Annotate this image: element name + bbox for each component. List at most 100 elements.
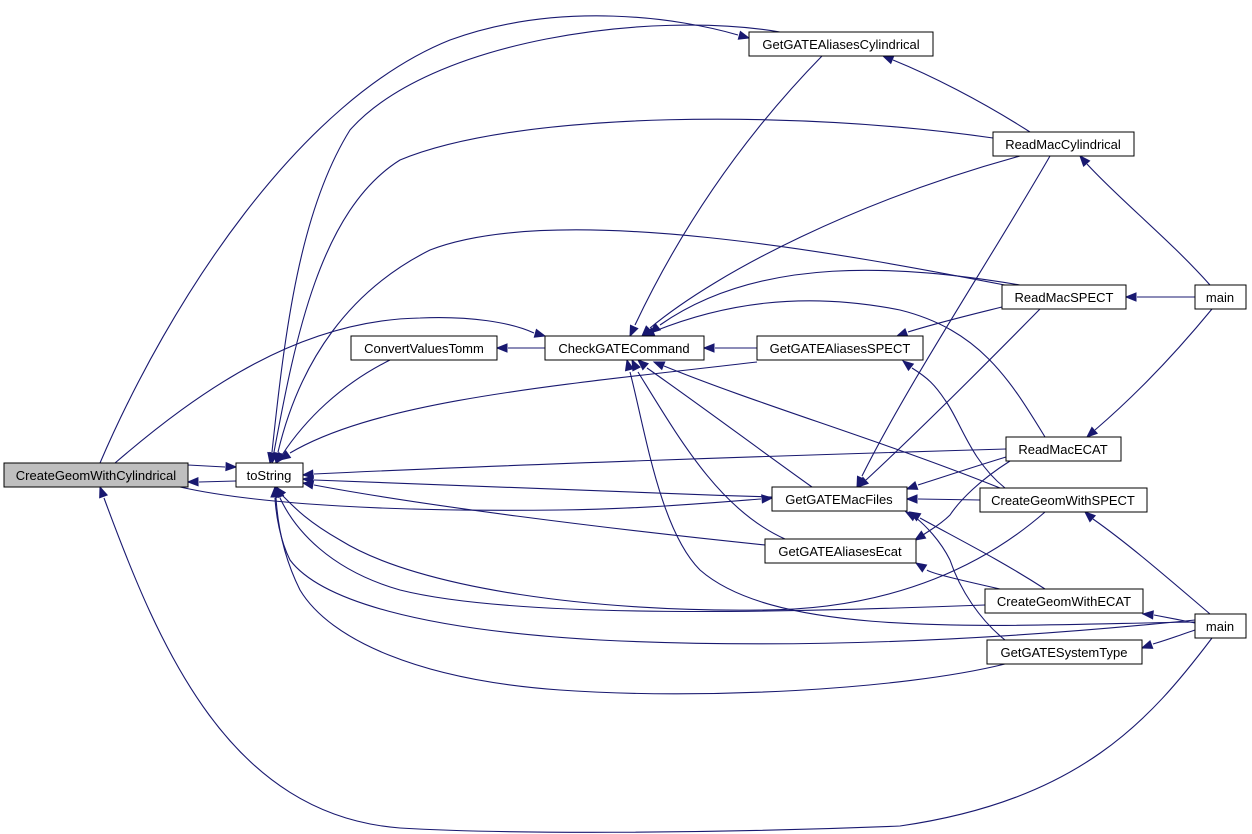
node-label: GetGATESystemType bbox=[1001, 645, 1128, 660]
node-label: CheckGATECommand bbox=[558, 341, 689, 356]
edge-line bbox=[861, 155, 1051, 477]
edge-arrowhead bbox=[186, 477, 199, 487]
edge-line bbox=[281, 359, 391, 456]
edge-24 bbox=[905, 456, 1007, 490]
node-label: GetGATEMacFiles bbox=[785, 492, 893, 507]
edge-line bbox=[99, 15, 739, 464]
node-get-gate-aliases-spect[interactable]: GetGATEAliasesSPECT bbox=[756, 335, 924, 361]
node-label: GetGATEAliasesCylindrical bbox=[762, 37, 919, 52]
node-label: GetGATEAliasesEcat bbox=[778, 544, 902, 559]
node-get-gate-mac-files[interactable]: GetGATEMacFiles bbox=[771, 486, 908, 512]
edge-35 bbox=[913, 460, 1011, 541]
edge-29 bbox=[652, 361, 1001, 489]
node-check-gate-command[interactable]: CheckGATECommand bbox=[544, 335, 705, 361]
edge-36 bbox=[914, 562, 1001, 590]
edge-arrowhead bbox=[278, 450, 292, 461]
node-label: CreateGeomWithCylindrical bbox=[16, 468, 176, 483]
node-read-mac-spect[interactable]: ReadMacSPECT bbox=[1001, 284, 1127, 310]
edge-line bbox=[637, 371, 786, 540]
edge-22 bbox=[642, 300, 1046, 438]
node-get-gate-system-type[interactable]: GetGATESystemType bbox=[986, 639, 1143, 665]
edge-line bbox=[926, 569, 1001, 590]
edge-4 bbox=[179, 486, 774, 511]
edge-arrowhead bbox=[1083, 511, 1097, 523]
edge-44 bbox=[1140, 629, 1196, 649]
edge-30 bbox=[901, 360, 1006, 489]
edge-arrowhead bbox=[495, 343, 508, 353]
edge-arrowhead bbox=[905, 480, 919, 490]
edge-arrowhead bbox=[1085, 426, 1099, 438]
edge-18 bbox=[495, 343, 545, 353]
edge-line bbox=[275, 497, 1006, 695]
node-create-geom-with-cylindrical[interactable]: CreateGeomWithCylindrical bbox=[3, 462, 189, 488]
edge-line bbox=[914, 516, 1006, 641]
edge-34 bbox=[631, 358, 786, 540]
edge-arrowhead bbox=[631, 358, 641, 372]
edge-line bbox=[179, 486, 762, 511]
edge-arrowhead bbox=[1124, 292, 1137, 302]
edge-37 bbox=[908, 511, 1046, 590]
edge-line bbox=[198, 480, 237, 483]
edges-layer bbox=[99, 15, 1213, 833]
edge-arrowhead bbox=[901, 360, 915, 372]
edge-arrowhead bbox=[1079, 154, 1091, 168]
edge-42 bbox=[271, 485, 1006, 695]
node-create-geom-with-ecat[interactable]: CreateGeomWithECAT bbox=[984, 588, 1144, 614]
edge-line bbox=[646, 367, 813, 488]
edge-line bbox=[907, 304, 1011, 333]
node-get-gate-aliases-cylindrical[interactable]: GetGATEAliasesCylindrical bbox=[748, 31, 934, 57]
node-main-1[interactable]: main bbox=[1194, 284, 1247, 310]
edge-arrowhead bbox=[636, 359, 649, 371]
edge-16 bbox=[856, 308, 1041, 488]
edge-19 bbox=[275, 359, 391, 465]
node-read-mac-cylindrical[interactable]: ReadMacCylindrical bbox=[992, 131, 1135, 157]
edge-arrowhead bbox=[225, 461, 238, 472]
node-label: ReadMacCylindrical bbox=[1005, 137, 1121, 152]
node-convert-values-tomm[interactable]: ConvertValuesTomm bbox=[350, 335, 498, 361]
edge-26 bbox=[301, 475, 773, 498]
edge-20 bbox=[702, 343, 757, 353]
node-label: main bbox=[1206, 290, 1234, 305]
node-to-string[interactable]: toString bbox=[235, 462, 304, 488]
node-label: CreateGeomWithECAT bbox=[997, 594, 1131, 609]
edge-line bbox=[865, 308, 1041, 481]
edge-9 bbox=[269, 118, 994, 465]
edge-line bbox=[629, 371, 1196, 626]
edge-line bbox=[1094, 308, 1213, 431]
edge-line bbox=[892, 59, 1031, 133]
node-label: ReadMacECAT bbox=[1018, 442, 1107, 457]
edge-25 bbox=[1085, 308, 1213, 438]
edge-line bbox=[659, 269, 1021, 326]
edge-arrowhead bbox=[624, 358, 635, 372]
edge-3 bbox=[114, 317, 547, 464]
node-label: toString bbox=[247, 468, 292, 483]
edge-8 bbox=[881, 55, 1031, 133]
edge-line bbox=[911, 367, 1006, 489]
edge-arrowhead bbox=[904, 511, 918, 522]
node-create-geom-with-spect[interactable]: CreateGeomWithSPECT bbox=[979, 487, 1148, 513]
edge-1 bbox=[186, 477, 237, 487]
edge-28 bbox=[905, 494, 981, 504]
node-get-gate-aliases-ecat[interactable]: GetGATEAliasesEcat bbox=[764, 538, 917, 564]
edge-21 bbox=[278, 361, 758, 461]
edge-arrowhead bbox=[761, 494, 774, 504]
edge-arrowhead bbox=[652, 361, 666, 371]
edge-line bbox=[289, 361, 758, 454]
edge-line bbox=[1092, 518, 1211, 615]
node-main-2[interactable]: main bbox=[1194, 613, 1247, 639]
node-read-mac-ecat[interactable]: ReadMacECAT bbox=[1005, 436, 1122, 462]
edge-line bbox=[654, 300, 1046, 438]
edge-41 bbox=[904, 511, 1006, 641]
node-label: ReadMacSPECT bbox=[1015, 290, 1114, 305]
edge-17 bbox=[1124, 292, 1195, 302]
edge-line bbox=[663, 365, 1001, 489]
nodes-layer: CreateGeomWithCylindrical toString GetGA… bbox=[3, 31, 1247, 665]
edge-23 bbox=[301, 448, 1007, 479]
edge-27 bbox=[636, 359, 813, 488]
edge-line bbox=[281, 494, 1046, 611]
edge-arrowhead bbox=[702, 343, 715, 353]
edge-arrowhead bbox=[856, 476, 870, 488]
edge-line bbox=[917, 498, 981, 501]
edge-line bbox=[313, 448, 1007, 475]
